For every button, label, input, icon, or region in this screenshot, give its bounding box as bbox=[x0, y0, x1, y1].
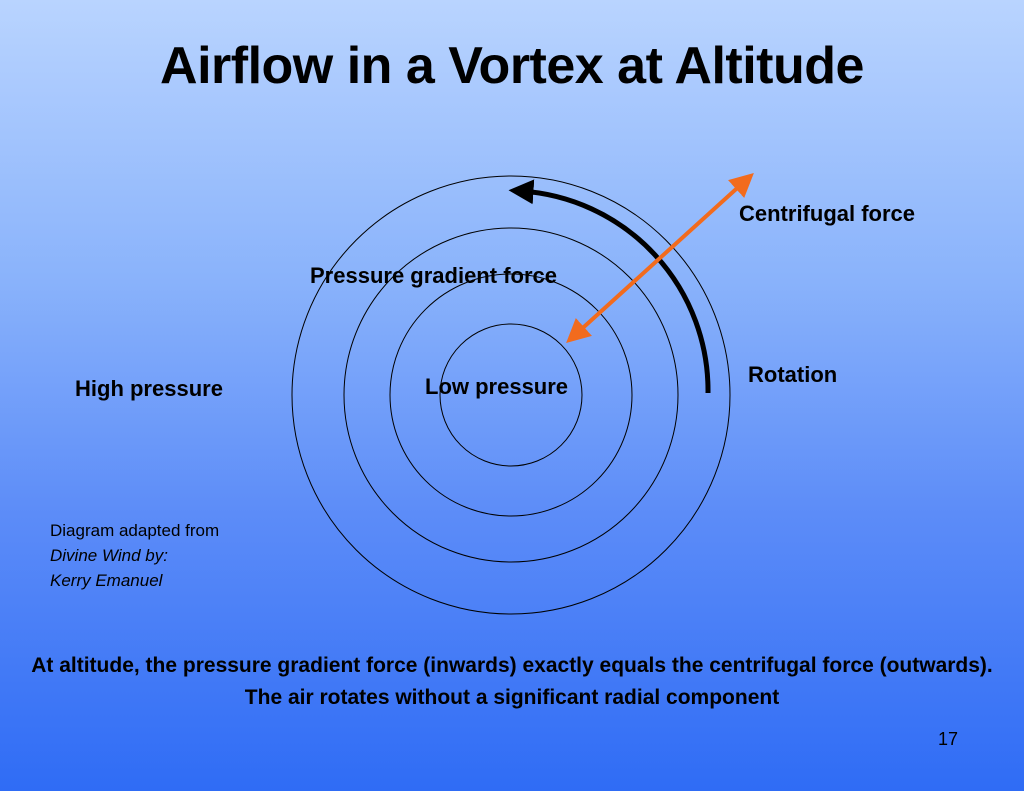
credit-line-1: Diagram adapted from bbox=[50, 521, 220, 540]
page-number: 17 bbox=[938, 729, 959, 749]
label-rotation: Rotation bbox=[748, 362, 838, 387]
slide-title: Airflow in a Vortex at Altitude bbox=[160, 37, 864, 95]
label-low-pressure: Low pressure bbox=[425, 374, 569, 399]
diagram-credit: Diagram adapted from Divine Wind by: Ker… bbox=[50, 518, 219, 593]
circle-second bbox=[343, 227, 679, 563]
credit-line-2: Divine Wind by: bbox=[50, 546, 168, 565]
credit-line-3: Kerry Emanuel bbox=[50, 571, 163, 590]
label-centrifugal-force: Centrifugal force bbox=[739, 201, 916, 226]
rotation-arrow bbox=[508, 179, 711, 394]
slide-caption: At altitude, the pressure gradient force… bbox=[31, 654, 993, 709]
circle-inner bbox=[439, 323, 583, 467]
circle-outer bbox=[291, 175, 731, 615]
circle-third bbox=[389, 273, 633, 517]
label-high-pressure: High pressure bbox=[75, 376, 223, 401]
label-pressure-gradient-force: Pressure gradient force bbox=[310, 263, 557, 288]
force-double-arrow bbox=[566, 172, 754, 344]
